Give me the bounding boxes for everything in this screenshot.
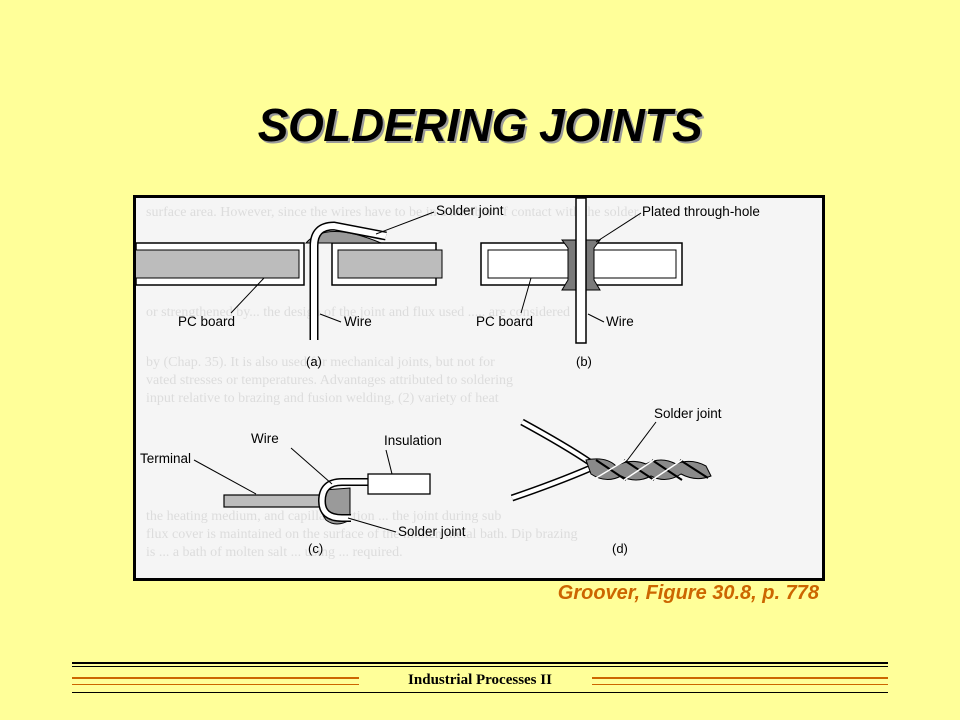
svg-text:vated stresses or temperatures: vated stresses or temperatures. Advantag… [146, 373, 513, 388]
label-c-insulation: Insulation [384, 433, 442, 448]
svg-text:surface area. However, since t: surface area. However, since the wires h… [146, 205, 641, 220]
background-text: surface area. However, since the wires h… [146, 205, 641, 560]
svg-text:is ... a bath of molten salt .: is ... a bath of molten salt ... using .… [146, 545, 403, 560]
label-c-terminal: Terminal [140, 451, 191, 466]
svg-text:or strengthened by... the desi: or strengthened by... the design of the … [146, 305, 570, 320]
slide-title: SOLDERING JOINTS [257, 99, 703, 151]
footer-rule-top-thin [72, 666, 888, 667]
footer-text: Industrial Processes II [408, 672, 552, 688]
footer-rule-bottom [72, 692, 888, 693]
soldering-figure: surface area. However, since the wires h… [136, 198, 760, 560]
panel-c: Terminal Wire Insulation Solder joint (c… [140, 431, 466, 556]
label-d-id: (d) [612, 541, 628, 556]
svg-text:by (Chap. 35). It is also used: by (Chap. 35). It is also used for mecha… [146, 355, 495, 370]
label-c-solder-joint: Solder joint [398, 524, 466, 539]
label-b-wire: Wire [606, 314, 634, 329]
footer-rule-right [592, 677, 888, 685]
figure-caption: Groover, Figure 30.8, p. 778 [557, 582, 819, 604]
footer-rule-top [72, 662, 888, 664]
panel-b: Plated through-hole PC board Wire (b) [476, 198, 760, 369]
panel-a: Solder joint PC board Wire (a) [136, 203, 504, 369]
label-a-id: (a) [306, 354, 322, 369]
figure-frame: surface area. However, since the wires h… [133, 195, 825, 581]
label-b-id: (b) [576, 354, 592, 369]
label-c-id: (c) [308, 541, 323, 556]
svg-text:flux cover is maintained on th: flux cover is maintained on the surface … [146, 527, 578, 542]
label-a-wire: Wire [344, 314, 372, 329]
label-b-pc-board: PC board [476, 314, 533, 329]
label-a-solder-joint: Solder joint [436, 203, 504, 218]
panel-d: Solder joint (d) [510, 406, 722, 556]
label-d-solder-joint: Solder joint [654, 406, 722, 421]
label-b-plated-hole: Plated through-hole [642, 204, 760, 219]
label-a-pc-board: PC board [178, 314, 235, 329]
label-c-wire: Wire [251, 431, 279, 446]
svg-text:input relative to brazing and: input relative to brazing and fusion wel… [146, 391, 499, 406]
footer-rule-left [72, 677, 359, 685]
